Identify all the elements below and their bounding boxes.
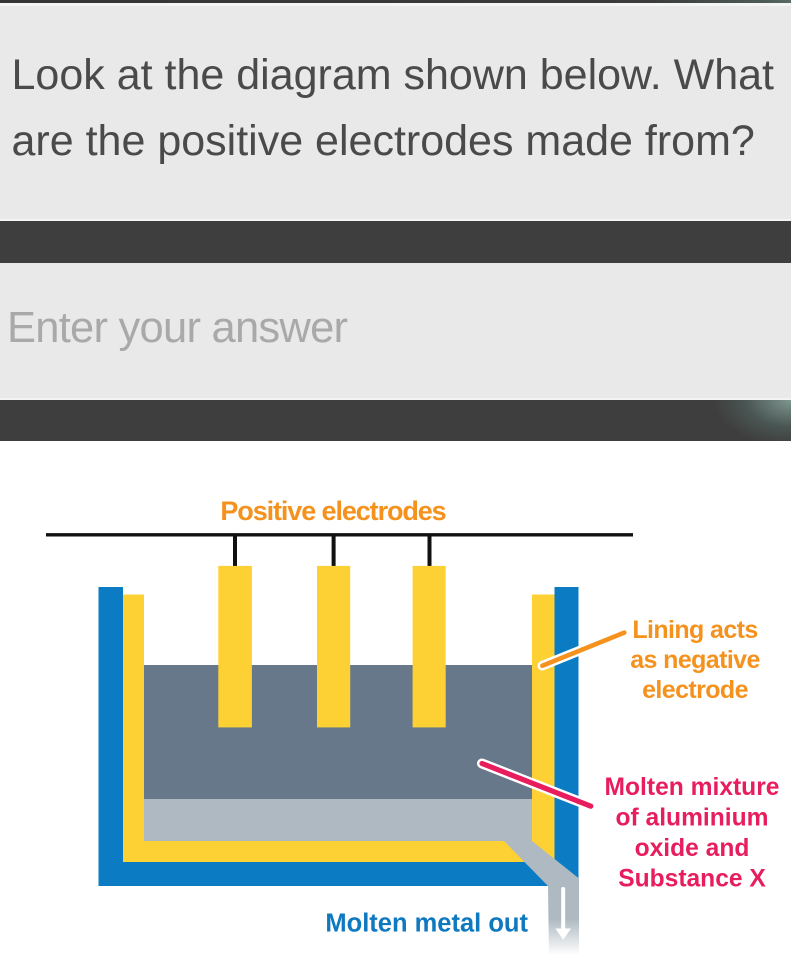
svg-text:Positive electrodes: Positive electrodes — [220, 496, 445, 526]
svg-text:electrode: electrode — [642, 676, 748, 704]
svg-text:Molten metal out: Molten metal out — [325, 910, 528, 938]
svg-text:of aluminium: of aluminium — [615, 805, 768, 832]
svg-text:Molten mixture: Molten mixture — [605, 774, 780, 801]
svg-text:Substance X: Substance X — [618, 866, 766, 893]
svg-text:Lining acts: Lining acts — [632, 616, 757, 644]
svg-text:oxide and: oxide and — [635, 835, 750, 862]
svg-text:as negative: as negative — [630, 646, 760, 674]
